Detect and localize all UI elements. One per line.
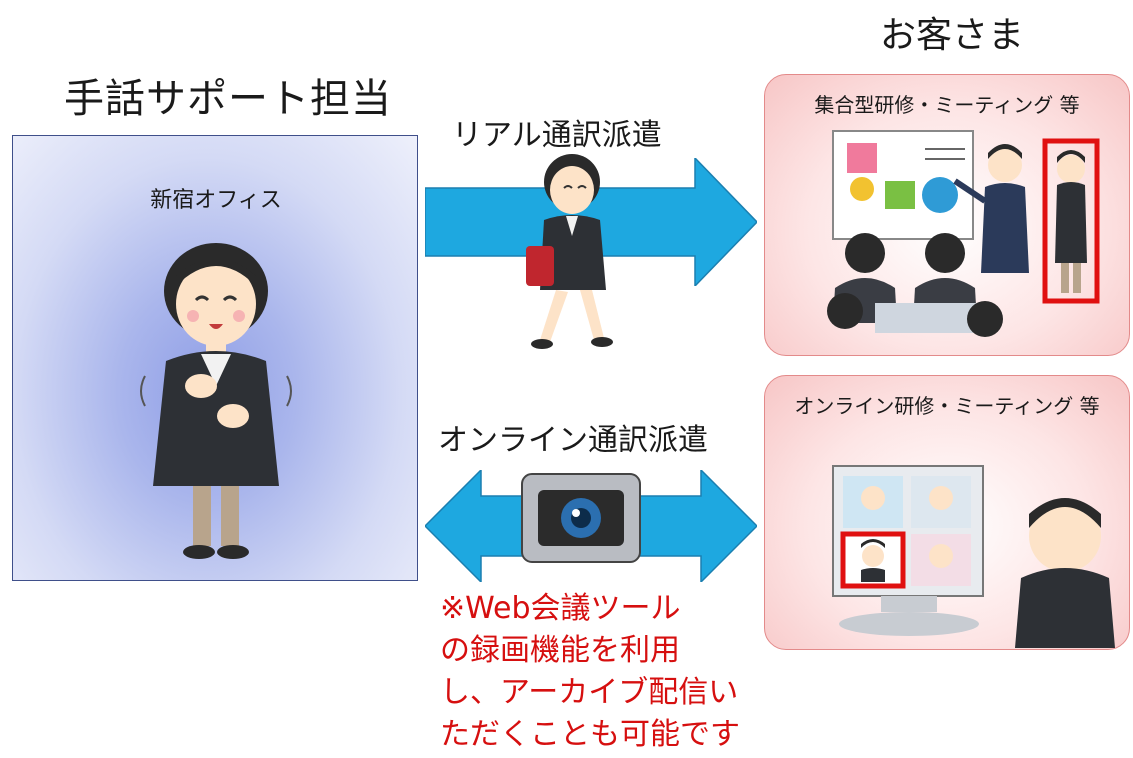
archive-note: ※Web会議ツール の録画機能を利用 し、アーカイブ配信い ただくことも可能です xyxy=(440,588,760,756)
online-training-caption: オンライン研修・ミーティング 等 xyxy=(794,394,1100,418)
office-label: 新宿オフィス xyxy=(150,188,282,213)
note-line-3: し、アーカイブ配信い xyxy=(440,675,739,710)
real-dispatch-label: リアル通訳派遣 xyxy=(452,118,662,153)
support-office-panel: 新宿オフィス xyxy=(12,135,418,581)
customer-title: お客さま xyxy=(880,15,1025,56)
note-line-4: ただくことも可能です xyxy=(440,717,740,752)
note-line-2: の録画機能を利用 xyxy=(440,633,680,668)
online-training-panel: オンライン研修・ミーティング 等 xyxy=(764,375,1130,650)
walking-interpreter-icon xyxy=(526,154,613,349)
note-line-1: ※Web会議ツール xyxy=(440,591,681,626)
online-meeting-illustration xyxy=(832,465,1115,648)
support-title: 手話サポート担当 xyxy=(64,76,392,122)
online-dispatch-label: オンライン通訳派遣 xyxy=(438,423,708,458)
group-training-illustration xyxy=(827,130,1100,337)
group-training-caption: 集合型研修・ミーティング 等 xyxy=(814,93,1080,117)
group-training-panel: 集合型研修・ミーティング 等 xyxy=(764,74,1130,356)
webcam-icon xyxy=(521,473,641,563)
interpreter-illustration xyxy=(140,243,292,559)
